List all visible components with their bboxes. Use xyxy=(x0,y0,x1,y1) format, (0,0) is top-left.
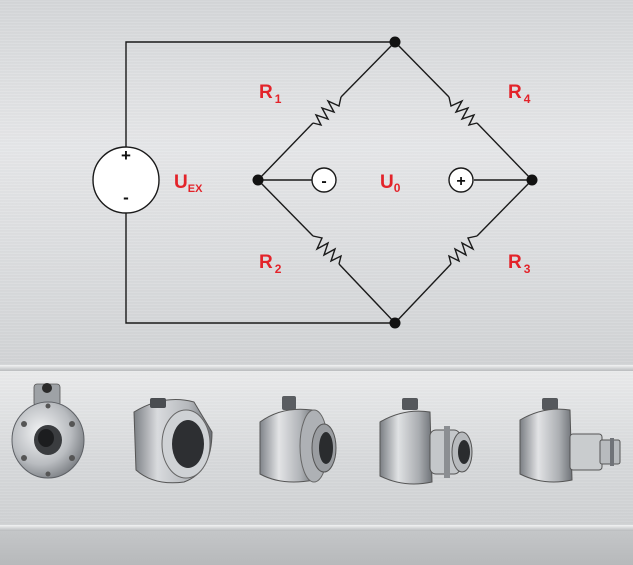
source-plus-sign: + xyxy=(121,146,131,165)
wire-r2-a xyxy=(257,179,314,237)
output-plus-terminal xyxy=(448,167,474,193)
nodes xyxy=(252,36,538,329)
node-left xyxy=(252,174,264,186)
output-minus-terminal xyxy=(311,167,337,193)
wire-r1-b xyxy=(257,122,314,181)
node-top xyxy=(389,36,401,48)
shaft-torque-sensor-image xyxy=(519,398,621,483)
voltage-source-symbol xyxy=(92,146,160,214)
wire-r4-a xyxy=(394,41,450,98)
wires xyxy=(125,41,533,324)
hollow-shaft-torque-sensor-image xyxy=(133,398,213,484)
wire-r1-a xyxy=(340,41,396,98)
panel-divider xyxy=(0,365,633,371)
flange-torque-sensor-image xyxy=(11,383,85,479)
wire-r4-b xyxy=(476,122,533,181)
node-right xyxy=(526,174,538,186)
wire-bottom xyxy=(125,212,395,324)
wire-r3-b xyxy=(394,263,452,324)
wire-r2-b xyxy=(338,263,396,324)
node-bottom xyxy=(389,317,401,329)
resistor-r2-zigzag xyxy=(312,235,343,265)
cylindrical-torque-sensor-image xyxy=(259,396,337,483)
clamping-hub-torque-sensor-image xyxy=(379,398,473,485)
resistor-r1-zigzag xyxy=(312,96,342,127)
output-minus-sign: - xyxy=(321,173,326,190)
resistor-r3-zigzag xyxy=(447,235,478,265)
source-minus-sign: - xyxy=(123,188,129,207)
panel-divider xyxy=(0,525,633,531)
source-label: UEX xyxy=(174,172,203,195)
output-plus-sign: + xyxy=(456,173,465,190)
bottom-bar xyxy=(0,531,633,565)
wire-r3-a xyxy=(476,179,533,237)
resistor-r4-zigzag xyxy=(448,96,478,127)
output-voltage-label: U0 xyxy=(380,172,401,195)
wire-top xyxy=(125,41,395,148)
